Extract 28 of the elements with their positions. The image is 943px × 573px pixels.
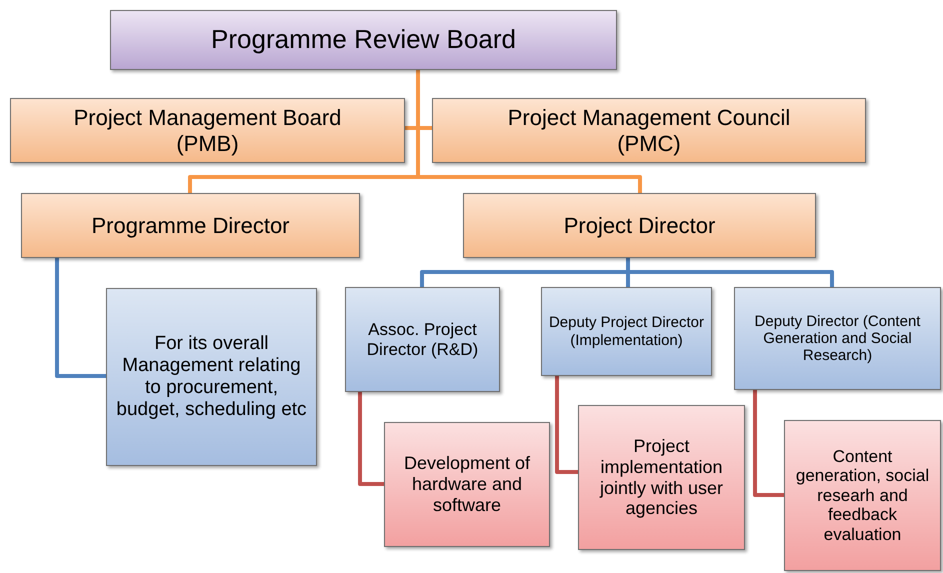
org-box [110, 10, 617, 70]
connector-line [753, 390, 784, 497]
box-label: Deputy Project Director (Implementation) [548, 314, 706, 349]
box-label: Content generation, social researh and feedback evaluation [794, 446, 930, 544]
box-label: Assoc. Project Director (R&D) [366, 320, 480, 360]
org-box [384, 422, 550, 547]
org-box [463, 193, 816, 258]
org-box [10, 98, 405, 163]
connector-line [555, 376, 578, 474]
connector-line [55, 258, 106, 378]
org-box [21, 193, 360, 258]
org-box [541, 287, 712, 376]
box-label: For its overall Management relating to procurement, budget, scheduling etc [115, 333, 308, 421]
org-box [734, 287, 941, 390]
box-label: Project Director [564, 212, 716, 238]
org-box [432, 98, 866, 163]
org-box [345, 287, 500, 392]
connector-line [358, 392, 384, 486]
box-label: Deputy Director (Content Generation and Social Research) [754, 312, 922, 364]
box-label: Project Management Board (PMB) [72, 105, 342, 156]
box-label: Project implementation jointly with user agencies [598, 436, 724, 519]
box-label: Development of hardware and software [402, 453, 532, 516]
org-box [578, 405, 745, 550]
box-label: Programme Review Board [211, 25, 516, 55]
org-box [784, 420, 941, 571]
box-label: Programme Director [91, 212, 290, 238]
org-box [106, 288, 317, 466]
box-label: Project Management Council (PMC) [506, 105, 792, 156]
